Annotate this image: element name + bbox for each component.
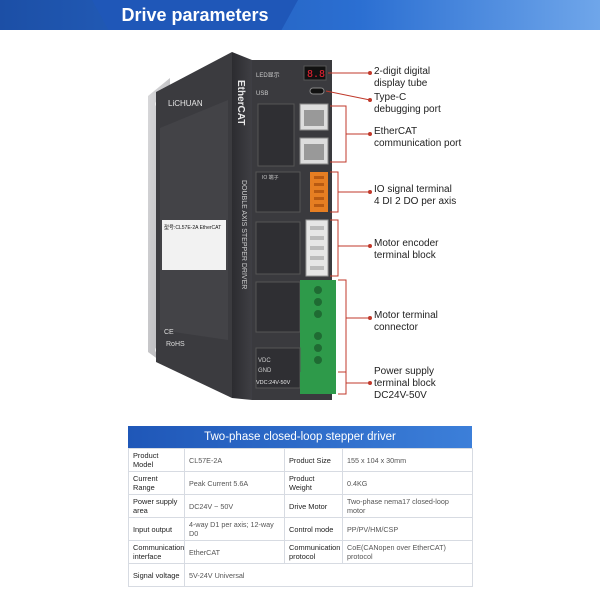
usb-label: USB <box>256 91 268 97</box>
table-row: Product Model CL57E-2A Product Size 155 … <box>128 448 473 472</box>
callout-encoder: Motor encoder terminal block <box>374 238 439 261</box>
typec-port <box>309 87 325 95</box>
led-label: LED显示 <box>256 72 280 79</box>
callout-line-power <box>338 371 347 395</box>
table-row: Signal voltage 5V-24V Universal <box>128 563 473 587</box>
ce-mark: CE <box>164 329 174 336</box>
page-title: Drive parameters <box>121 5 269 25</box>
vdc-label: VDC <box>258 358 271 364</box>
vdc-range-label: VDC:24V-50V <box>256 380 291 386</box>
led-digits: 8.8 <box>307 69 325 80</box>
spec-grid: Product Model CL57E-2A Product Size 155 … <box>128 448 473 587</box>
banner-tab <box>92 0 298 30</box>
driver-spine <box>232 52 252 400</box>
gnd-label: GND <box>258 368 272 374</box>
callout-power: Power supply terminal block DC24V-50V <box>374 366 436 401</box>
driver-illustration: 型号:CL57E-2A EtherCAT LiCHUAN RoHS CE Eth… <box>148 52 372 400</box>
io-panel <box>255 171 301 213</box>
callout-line-motor <box>338 279 347 373</box>
callout-motor: Motor terminal connector <box>374 310 438 333</box>
callout-ethercat: EtherCAT communication port <box>374 126 462 149</box>
side-text: DOUBLE AXIS STEPPER DRIVER <box>240 180 247 289</box>
table-row: Current Range Peak Current 5.6A Product … <box>128 471 473 495</box>
power-panel <box>255 347 301 389</box>
callout-line-typec <box>325 90 371 101</box>
io-label: IO 端子 <box>262 174 279 181</box>
encoder-panel <box>255 221 301 275</box>
callout-display: 2-digit digital display tube <box>374 66 431 89</box>
power-terminal <box>300 372 336 394</box>
motor-panel <box>255 281 301 333</box>
callout-line-encoder <box>330 219 339 277</box>
callout-typec: Type-C debugging port <box>374 92 441 115</box>
model-label: 型号:CL57E-2A EtherCAT <box>164 224 221 231</box>
spec-table-title: Two-phase closed-loop stepper driver <box>128 426 472 448</box>
table-row: Input output 4-way D1 per axis; 12-way D… <box>128 517 473 541</box>
callout-io: IO signal terminal 4 DI 2 DO per axis <box>374 184 457 207</box>
table-row: Communication interface EtherCAT Communi… <box>128 540 473 564</box>
model-sticker <box>162 220 226 270</box>
brand-text: LiCHUAN <box>168 99 203 108</box>
callout-line-ethercat <box>330 105 347 163</box>
table-row: Power supply area DC24V ~ 50V Drive Moto… <box>128 494 473 518</box>
ethercat-logo: EtherCAT <box>235 80 246 125</box>
led-display <box>303 65 327 81</box>
header-banner: Drive parameters <box>0 0 600 30</box>
spec-table: Two-phase closed-loop stepper driver Pro… <box>128 426 473 587</box>
port-led-area <box>257 103 295 167</box>
rohs-mark: RoHS <box>166 341 185 348</box>
